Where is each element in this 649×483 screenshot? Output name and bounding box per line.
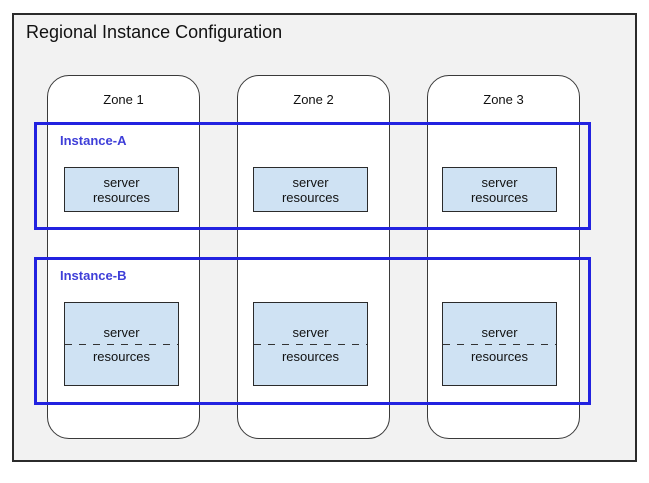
- instance-b-container: Instance-B: [34, 257, 591, 405]
- server-resources-box: server resources: [64, 167, 179, 212]
- server-resources-label-line1: server: [292, 324, 329, 340]
- zone-1-label: Zone 1: [103, 92, 144, 107]
- server-resources-label-line2: resources: [92, 348, 151, 364]
- server-resources-box: server resources: [253, 167, 368, 212]
- dashed-split-line: [65, 343, 178, 345]
- server-resources-label-line1: server: [292, 174, 329, 190]
- server-resources-label-line2: resources: [92, 189, 151, 205]
- server-resources-label-line1: server: [481, 174, 518, 190]
- server-resources-label-line2: resources: [470, 189, 529, 205]
- server-resources-label-line2: resources: [281, 189, 340, 205]
- server-resources-split-box: server resources: [442, 302, 557, 386]
- region-frame: Regional Instance Configuration Zone 1 Z…: [12, 13, 637, 462]
- instance-b-label: Instance-B: [60, 268, 127, 283]
- server-resources-split-box: server resources: [64, 302, 179, 386]
- server-resources-split-box: server resources: [253, 302, 368, 386]
- server-resources-label-line2: resources: [470, 348, 529, 364]
- instance-a-label: Instance-A: [60, 133, 127, 148]
- server-resources-label-line1: server: [103, 174, 140, 190]
- diagram-title: Regional Instance Configuration: [26, 22, 283, 42]
- server-resources-label-line2: resources: [281, 348, 340, 364]
- server-resources-label-line1: server: [103, 324, 140, 340]
- dashed-split-line: [254, 343, 367, 345]
- zone-2-label: Zone 2: [293, 92, 334, 107]
- zone-3-label: Zone 3: [483, 92, 524, 107]
- server-resources-label-line1: server: [481, 324, 518, 340]
- dashed-split-line: [443, 343, 556, 345]
- instance-a-container: Instance-A: [34, 122, 591, 230]
- server-resources-box: server resources: [442, 167, 557, 212]
